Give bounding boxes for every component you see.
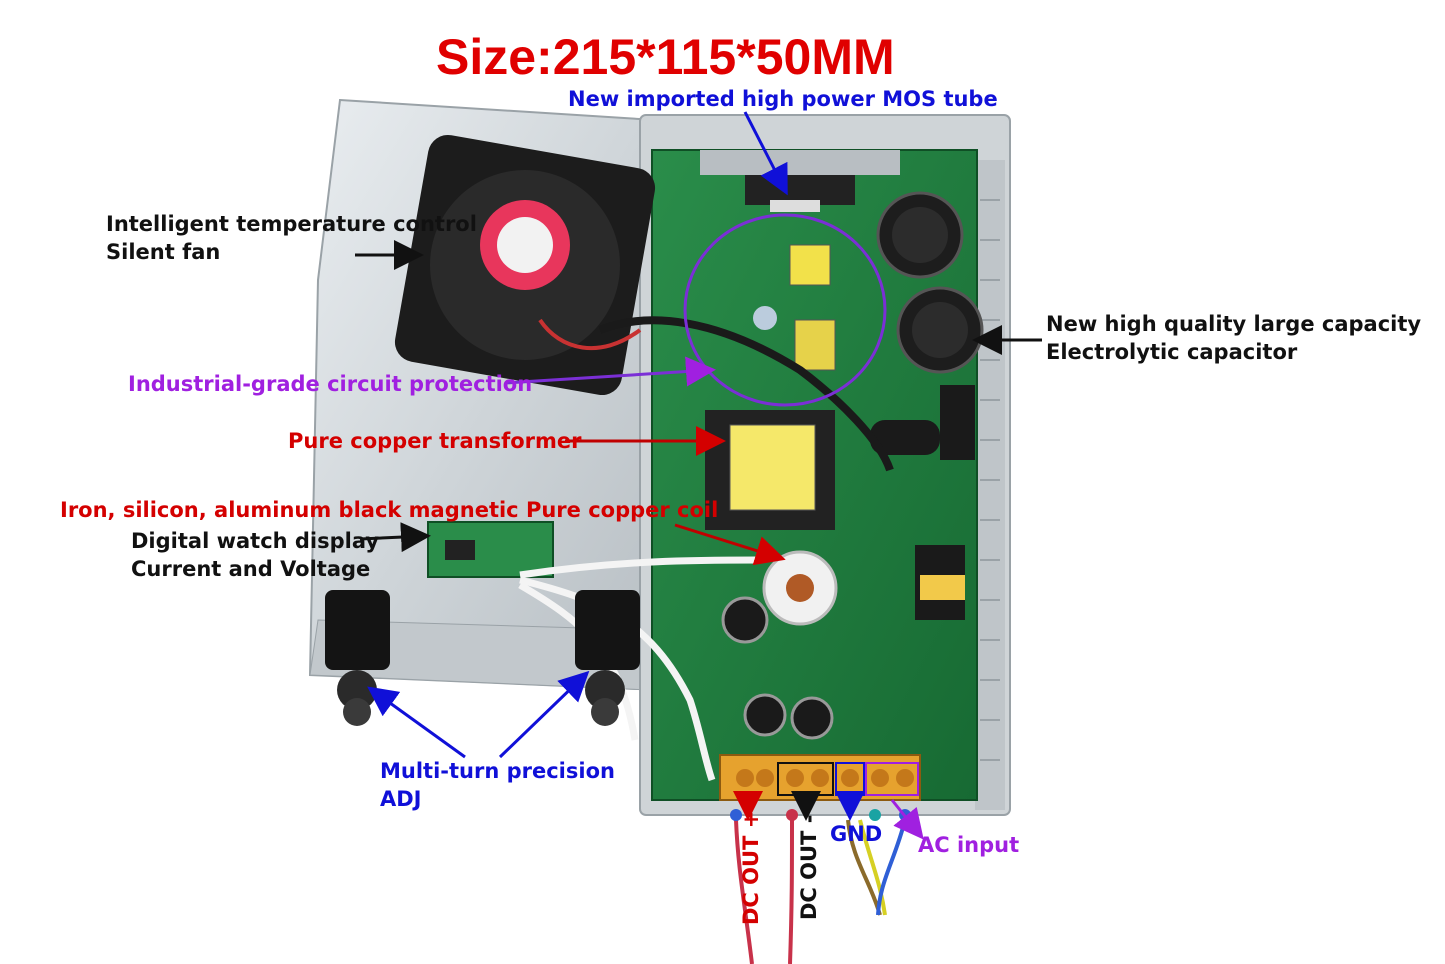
small-components [753, 244, 975, 620]
capacitor-label-line2: Electrolytic capacitor [1046, 340, 1298, 364]
fan-cable [598, 316, 894, 472]
gnd-label: GND [830, 822, 883, 846]
case-vents [980, 199, 1000, 761]
mos-tube-label: New imported high power MOS tube [568, 87, 998, 111]
dc-out-plus-label: DC OUT + [739, 810, 763, 925]
coil-label: Iron, silicon, aluminum black magnetic P… [60, 498, 719, 522]
display-label-line2: Current and Voltage [131, 557, 371, 581]
electrolytic-capacitors [876, 191, 984, 374]
copper-coil [762, 550, 838, 626]
dc-out-minus-label: DC OUT - [797, 814, 821, 920]
fan-label-line1: Intelligent temperature control [106, 212, 477, 236]
circuit-protection-label: Industrial-grade circuit protection [128, 372, 533, 396]
adj-label-line2: ADJ [380, 787, 422, 811]
size-title: Size:215*115*50MM [436, 29, 895, 85]
display-label-line1: Digital watch display [131, 529, 380, 553]
terminal-block [719, 754, 921, 801]
transformer [705, 410, 835, 530]
potentiometer-right [575, 590, 640, 726]
cooling-fan [394, 134, 656, 396]
fan-label-line2: Silent fan [106, 240, 221, 264]
digital-display-board [427, 521, 554, 578]
circuit-protection-ring [683, 213, 887, 407]
adj-label-line1: Multi-turn precision [380, 759, 615, 783]
annotation-arrows [355, 111, 1042, 840]
ac-input-label: AC input [918, 833, 1020, 857]
transformer-label: Pure copper transformer [288, 429, 582, 453]
capacitor-label-line1: New high quality large capacity [1046, 312, 1422, 336]
potentiometer-left [325, 590, 390, 726]
output-capacitors [721, 596, 834, 740]
